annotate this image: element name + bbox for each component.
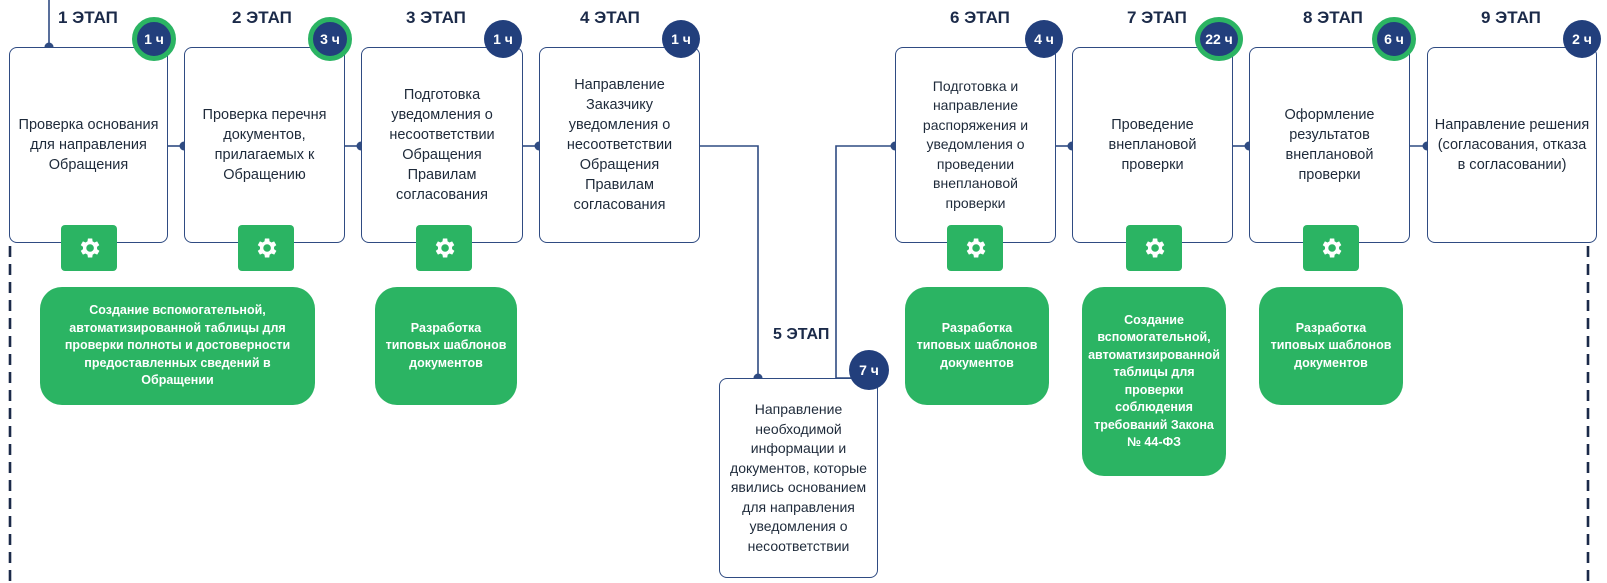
tool-box-3: Разработка типовых шаблонов документов xyxy=(905,287,1049,405)
stage-2-text: Проверка перечня документов, прилагаемых… xyxy=(202,107,327,183)
stage-7-box: Проведение внеплановой проверки xyxy=(1072,47,1233,243)
stage-1-text: Проверка основания для направления Обращ… xyxy=(18,117,159,173)
tool-box-5: Разработка типовых шаблонов документов xyxy=(1259,287,1403,405)
stage-4-text: Направление Заказчику уведомления о несо… xyxy=(566,77,673,213)
gear-icon xyxy=(238,225,294,271)
tool-box-1: Создание вспомогательной, автоматизирова… xyxy=(40,287,315,405)
stage-6-text: Подготовка и направление распоряжения и … xyxy=(922,77,1029,211)
stage-8-text: Оформление результатов внеплановой прове… xyxy=(1284,107,1375,183)
stage-4-box: Направление Заказчику уведомления о несо… xyxy=(539,47,700,243)
gear-icon xyxy=(61,225,117,271)
stage-5-box: Направление необходимой информации и док… xyxy=(719,378,878,578)
stage-6-label: 6 ЭТАП xyxy=(950,8,1010,27)
tool-box-2: Разработка типовых шаблонов документов xyxy=(375,287,517,405)
stage-8-box: Оформление результатов внеплановой прове… xyxy=(1249,47,1410,243)
stage-9-box: Направление решения (согласования, отказ… xyxy=(1427,47,1597,243)
stage-6-box: Подготовка и направление распоряжения и … xyxy=(895,47,1056,243)
stage-7-label: 7 ЭТАП xyxy=(1127,8,1187,27)
tool-3-text: Разработка типовых шаблонов документов xyxy=(916,320,1038,370)
tool-box-4: Создание вспомогательной, автоматизирова… xyxy=(1082,287,1226,476)
stage-1-label: 1 ЭТАП xyxy=(58,8,118,27)
stage-4-duration-badge: 1 ч xyxy=(662,20,700,58)
stage-9-label: 9 ЭТАП xyxy=(1481,8,1541,27)
gear-icon xyxy=(947,225,1003,271)
stage-5-label: 5 ЭТАП xyxy=(773,326,830,343)
stage-8-duration-badge: 6 ч xyxy=(1372,17,1416,61)
stage-3-duration-badge: 1 ч xyxy=(484,20,522,58)
stage-9-duration-badge: 2 ч xyxy=(1563,20,1601,58)
stage-5-duration-badge: 7 ч xyxy=(849,350,889,390)
stage-2-label: 2 ЭТАП xyxy=(232,8,292,27)
tool-4-text: Создание вспомогательной, автоматизирова… xyxy=(1088,312,1220,450)
stage-3-label: 3 ЭТАП xyxy=(406,8,466,27)
gear-icon xyxy=(1303,225,1359,271)
stage-1-duration-badge: 1 ч xyxy=(132,17,176,61)
stage-2-box: Проверка перечня документов, прилагаемых… xyxy=(184,47,345,243)
stage-4-label: 4 ЭТАП xyxy=(580,8,640,27)
stage-9-text: Направление решения (согласования, отказ… xyxy=(1434,117,1590,173)
stage-8-label: 8 ЭТАП xyxy=(1303,8,1363,27)
tool-1-text: Создание вспомогательной, автоматизирова… xyxy=(64,303,291,388)
tool-2-text: Разработка типовых шаблонов документов xyxy=(385,320,507,370)
stage-3-box: Подготовка уведомления о несоответствии … xyxy=(361,47,523,243)
stage-7-text: Проведение внеплановой проверки xyxy=(1108,117,1197,173)
gear-icon xyxy=(416,225,472,271)
stage-5-text: Направление необходимой информации и док… xyxy=(730,401,867,554)
stage-1-box: Проверка основания для направления Обращ… xyxy=(9,47,168,243)
stage-7-duration-badge: 22 ч xyxy=(1195,17,1243,61)
tool-5-text: Разработка типовых шаблонов документов xyxy=(1270,320,1392,370)
stage-3-text: Подготовка уведомления о несоответствии … xyxy=(389,87,495,203)
stage-6-duration-badge: 4 ч xyxy=(1025,20,1063,58)
gear-icon xyxy=(1126,225,1182,271)
stage-2-duration-badge: 3 ч xyxy=(308,17,352,61)
